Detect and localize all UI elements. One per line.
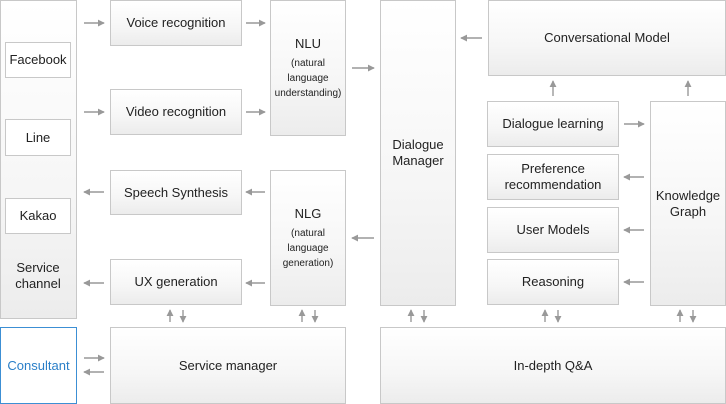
dialogue-learning-box[interactable]: Dialogue learning xyxy=(487,101,619,147)
knowledge-graph-box[interactable]: Knowledge Graph xyxy=(650,101,726,306)
consultant-box[interactable]: Consultant xyxy=(0,327,77,404)
dialogue-learning-label: Dialogue learning xyxy=(502,116,604,131)
nlg-sub-line1: (natural xyxy=(291,227,325,239)
service-channel-title: Service channel xyxy=(0,260,76,292)
dialogue-manager-line1: Dialogue xyxy=(392,137,444,152)
in-depth-qa-label: In-depth Q&A xyxy=(513,357,593,373)
video-recognition-box[interactable]: Video recognition xyxy=(110,89,242,135)
nlu-sub-line3: understanding) xyxy=(274,87,342,99)
nlu-box[interactable]: NLU (natural language understanding) xyxy=(270,0,346,136)
consultant-label: Consultant xyxy=(7,357,70,373)
facebook-channel[interactable]: Facebook xyxy=(5,42,71,78)
dialogue-manager-line2: Manager xyxy=(392,153,444,168)
conversational-model-label: Conversational Model xyxy=(544,30,670,45)
preference-recommendation-box[interactable]: Preference recommendation xyxy=(487,154,619,200)
user-models-label: User Models xyxy=(516,222,590,237)
nlu-sub-line1: (natural xyxy=(291,57,325,69)
preference-recommendation-line1: Preference xyxy=(521,161,585,176)
ux-generation-box[interactable]: UX generation xyxy=(110,259,242,305)
ux-generation-label: UX generation xyxy=(134,274,218,289)
knowledge-graph-line1: Knowledge xyxy=(655,187,721,203)
speech-synthesis-box[interactable]: Speech Synthesis xyxy=(110,170,242,215)
kakao-channel[interactable]: Kakao xyxy=(5,198,71,234)
nlg-title: NLG xyxy=(294,205,322,221)
conversational-model-box[interactable]: Conversational Model xyxy=(488,0,726,76)
service-manager-label: Service manager xyxy=(178,357,278,373)
nlu-sub-line2: language xyxy=(287,72,329,84)
kakao-label: Kakao xyxy=(19,208,57,223)
video-recognition-label: Video recognition xyxy=(125,104,227,119)
line-label: Line xyxy=(25,129,51,145)
line-channel[interactable]: Line xyxy=(5,119,71,156)
preference-recommendation-line2: recommendation xyxy=(504,177,602,192)
user-models-box[interactable]: User Models xyxy=(487,207,619,253)
nlg-sub-line2: language xyxy=(287,242,329,254)
nlu-title: NLU xyxy=(294,35,321,51)
dialogue-manager-box[interactable]: Dialogue Manager xyxy=(380,0,456,306)
knowledge-graph-line2: Graph xyxy=(669,203,707,219)
nlg-box[interactable]: NLG (natural language generation) xyxy=(270,170,346,306)
facebook-label: Facebook xyxy=(9,52,67,67)
nlg-sub-line3: generation) xyxy=(282,257,334,269)
voice-recognition-label: Voice recognition xyxy=(126,15,226,30)
reasoning-box[interactable]: Reasoning xyxy=(487,259,619,305)
reasoning-label: Reasoning xyxy=(521,274,585,289)
service-manager-box[interactable]: Service manager xyxy=(110,327,346,404)
service-channel-title-line1: Service xyxy=(16,260,60,275)
speech-synthesis-label: Speech Synthesis xyxy=(123,184,229,200)
service-channel-title-line2: channel xyxy=(15,276,61,291)
voice-recognition-box[interactable]: Voice recognition xyxy=(110,0,242,46)
in-depth-qa-box[interactable]: In-depth Q&A xyxy=(380,327,726,404)
